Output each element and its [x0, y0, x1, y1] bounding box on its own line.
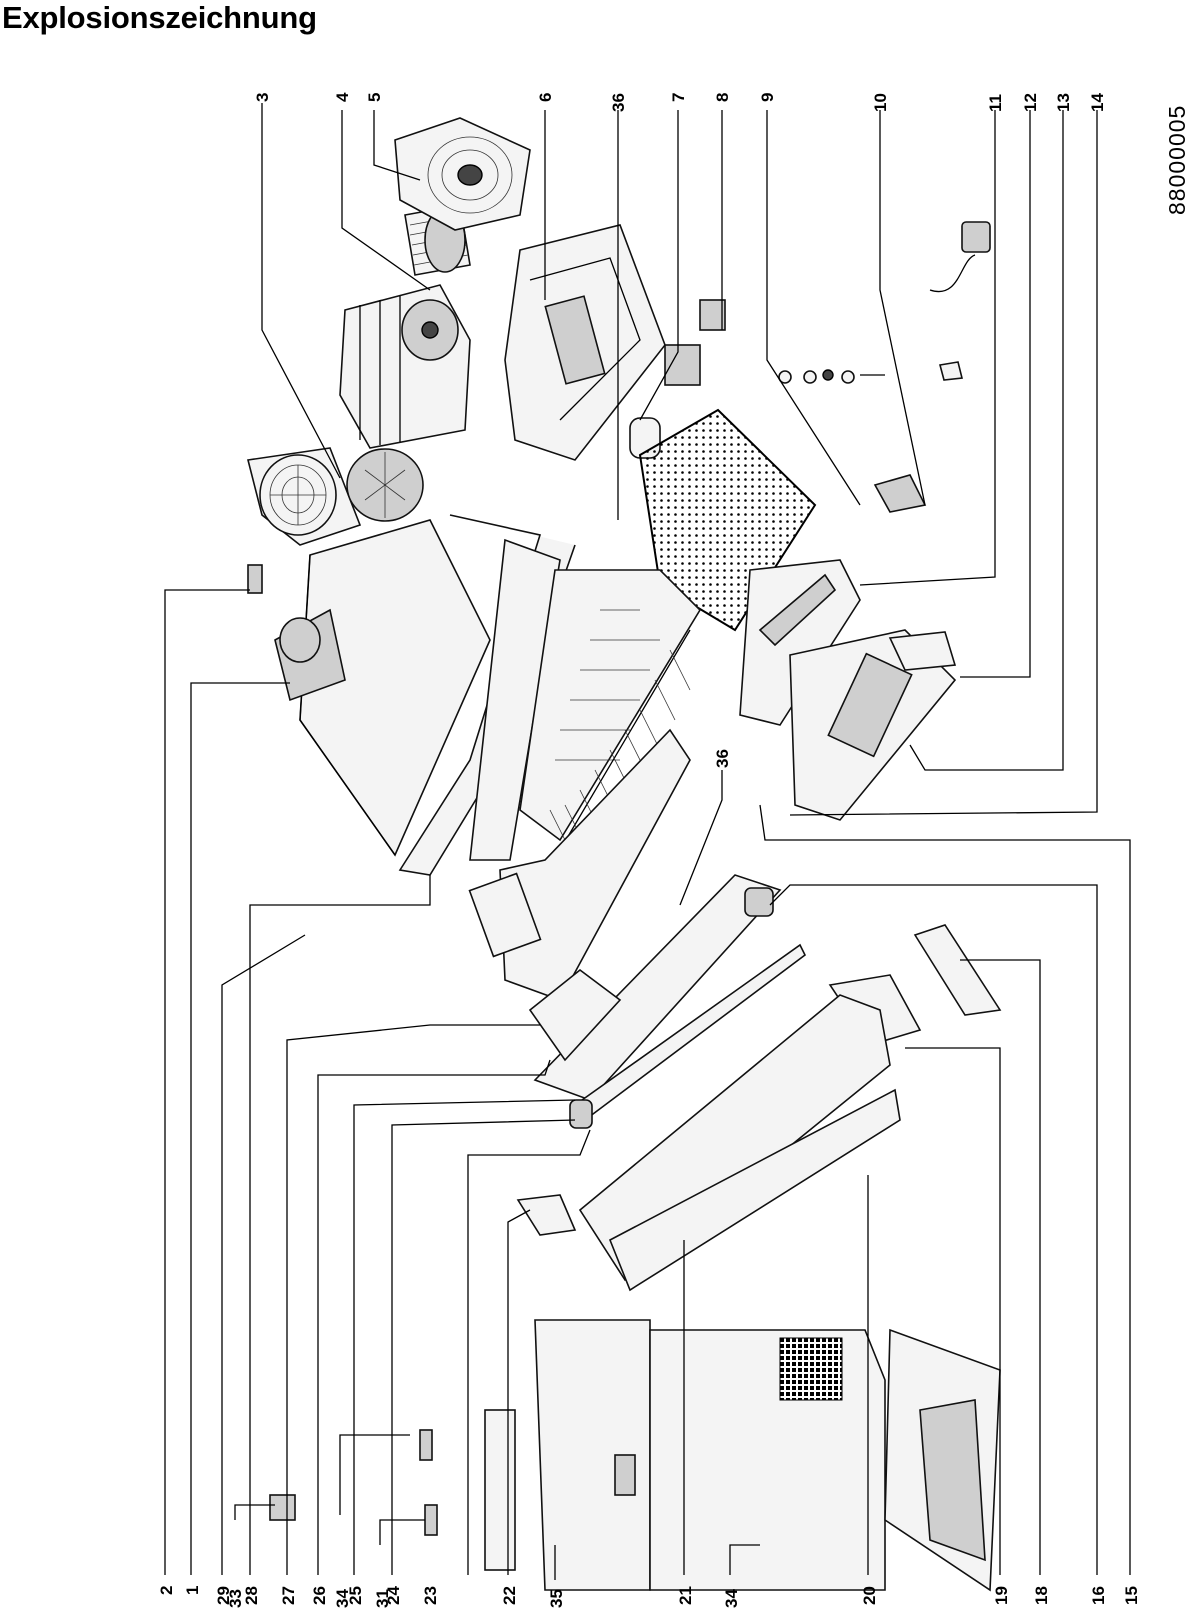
part-label-29: 29: [214, 1586, 233, 1605]
part-chimney: [534, 1319, 886, 1591]
part-number-labels: 3 4 5 6 36 7 8 9 10 11 12 13 14 36 36 2 …: [157, 92, 1141, 1605]
part-label-24: 24: [384, 1586, 403, 1605]
document-id: 88000005: [1164, 105, 1190, 215]
part-label-3: 3: [253, 93, 272, 102]
part-fan-housing-front: [247, 447, 424, 546]
part-switch-panel: [789, 629, 957, 821]
part-label-10: 10: [871, 93, 890, 112]
part-label-9: 9: [758, 93, 777, 102]
part-hardware-small: [778, 369, 885, 384]
part-hood-body: [247, 519, 491, 857]
part-label-12: 12: [1021, 93, 1040, 112]
part-label-11: 11: [986, 94, 1005, 112]
part-label-36-visible: 36: [713, 749, 732, 768]
part-label-26: 26: [310, 1586, 329, 1605]
part-mains-cable: [929, 221, 991, 381]
part-label-22: 22: [500, 1586, 519, 1605]
part-label-16: 16: [1089, 1586, 1108, 1605]
part-label-7: 7: [669, 93, 688, 102]
part-label-13: 13: [1054, 93, 1073, 112]
part-lower-frame: [398, 514, 576, 876]
part-label-30: 36: [609, 93, 628, 112]
part-fan-housing-rear: [394, 117, 531, 231]
part-glass-panels: [578, 994, 901, 1292]
part-label-15: 15: [1122, 1586, 1141, 1605]
part-label-20: 20: [860, 1586, 879, 1605]
part-label-27: 27: [279, 1586, 298, 1605]
part-label-19: 19: [992, 1586, 1011, 1605]
part-label-28: 28: [242, 1586, 261, 1605]
part-label-2: 2: [157, 1586, 176, 1595]
part-label-21: 21: [676, 1586, 695, 1605]
part-filter-frame: [519, 569, 702, 851]
part-channel: [468, 728, 691, 1001]
part-label-18: 18: [1032, 1586, 1051, 1605]
part-canopy: [884, 1328, 1001, 1592]
part-label-14: 14: [1088, 93, 1107, 112]
part-label-25: 25: [346, 1586, 365, 1605]
part-label-4: 4: [333, 92, 352, 102]
leader-lines: [164, 103, 1131, 1580]
part-wall-brackets: [269, 1409, 516, 1571]
part-label-1: 1: [183, 1586, 202, 1595]
part-bracket: [516, 1194, 577, 1236]
part-motor: [339, 284, 471, 449]
part-label-5: 5: [365, 93, 384, 102]
part-switch: [873, 474, 927, 513]
part-label-8: 8: [713, 93, 732, 102]
part-side-profile: [528, 874, 807, 1129]
part-label-23: 23: [421, 1586, 440, 1605]
page-title: Explosionszeichnung: [2, 0, 317, 35]
part-label-6: 6: [536, 93, 555, 102]
